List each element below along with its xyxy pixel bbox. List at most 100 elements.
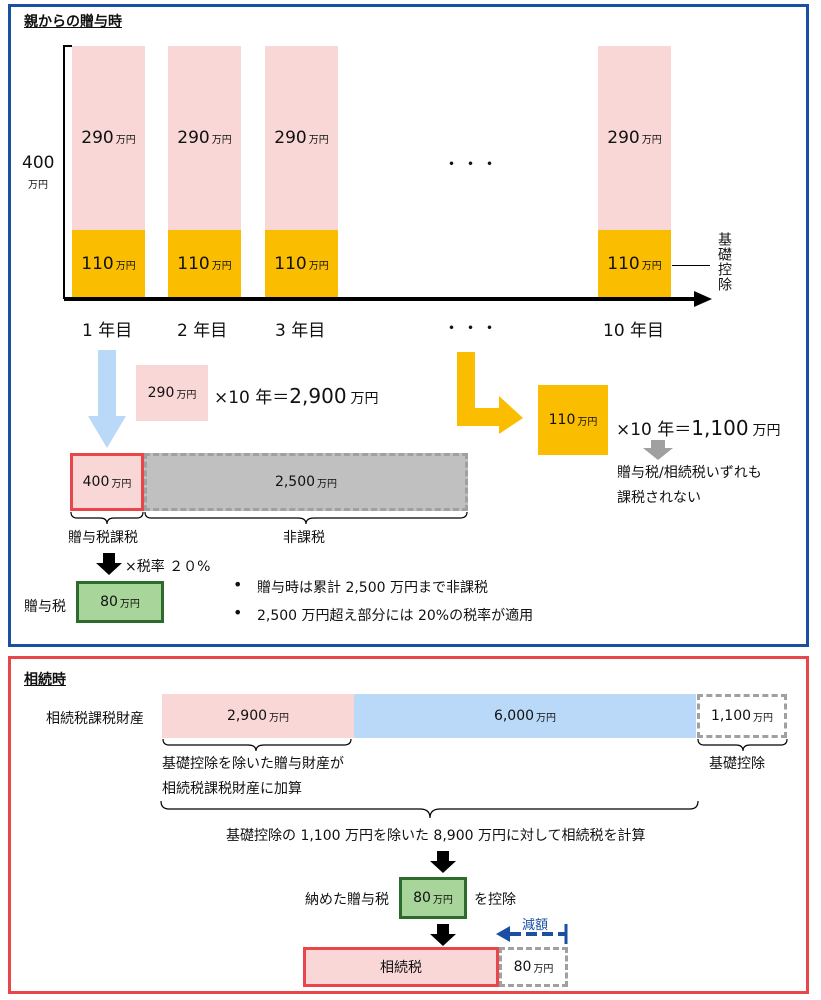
bar-unit: 万円 — [308, 260, 329, 272]
deduction-seg-note: 基礎控除 — [709, 756, 765, 772]
seg-unit: 万円 — [536, 712, 557, 724]
y-value: 400 — [22, 153, 55, 173]
ellipsis-years: ・・・ — [443, 319, 500, 339]
gift-tax-label: 贈与税 — [24, 599, 66, 615]
y-unit: 万円 — [28, 180, 48, 191]
deduct-label: を控除 — [474, 892, 516, 908]
calc-bracket — [160, 800, 699, 819]
taxable-label: 贈与税課税 — [68, 530, 138, 546]
bar-value: 110 — [81, 254, 114, 274]
l-arrow-gold — [457, 352, 523, 434]
down-arrow-black — [96, 553, 122, 575]
inheritance-section-title: 相続時 — [24, 672, 66, 688]
formula-times: ×10 年＝ — [616, 420, 692, 440]
rate-label: ×税率 ２０% — [125, 559, 211, 575]
bar-value: 290 — [274, 128, 307, 148]
bar-unit: 万円 — [115, 260, 136, 272]
taxable-brackets — [70, 511, 468, 525]
seg-value: 1,100 — [710, 708, 752, 724]
bar-unit: 万円 — [641, 134, 662, 146]
bar-value: 290 — [177, 128, 210, 148]
nontaxable-value: 2,500 — [274, 474, 316, 490]
seg-unit: 万円 — [753, 712, 774, 724]
nontaxable-unit: 万円 — [317, 478, 338, 490]
formula-unit: 万円 — [752, 423, 781, 439]
inheritance-panel — [8, 656, 809, 994]
bar-unit: 万円 — [211, 260, 232, 272]
bar-unit: 万円 — [211, 134, 232, 146]
seg-value: 6,000 — [493, 708, 535, 724]
nontaxable-label: 非課税 — [283, 530, 325, 546]
year-label-2: 2 年目 — [177, 321, 228, 341]
bar-unit: 万円 — [308, 134, 329, 146]
bar-value: 110 — [177, 254, 210, 274]
bar-value: 290 — [81, 128, 114, 148]
box-value: 290 — [147, 385, 175, 401]
reduce-label: 減額 — [522, 918, 549, 933]
seg-value: 2,900 — [226, 708, 268, 724]
bar-unit: 万円 — [115, 134, 136, 146]
box-value: 110 — [548, 412, 576, 428]
bullet-dot: • — [233, 575, 243, 594]
taxable-unit: 万円 — [111, 478, 132, 490]
box-unit: 万円 — [176, 389, 197, 401]
gift-seg-note-2: 相続税課税財産に加算 — [162, 781, 302, 797]
gift-section-title: 親からの贈与時 — [24, 14, 122, 30]
x-axis-arrow — [64, 291, 712, 307]
segment-brackets — [162, 738, 788, 752]
bar-unit: 万円 — [641, 260, 662, 272]
year-label-3: 3 年目 — [275, 321, 326, 341]
formula-total: 2,900 — [289, 384, 347, 408]
year-label-10: 10 年目 — [603, 321, 665, 341]
gift-tax-value: 80 — [100, 594, 118, 610]
down-arrow-gray — [643, 440, 673, 460]
bar-value: 110 — [274, 254, 307, 274]
seg-unit: 万円 — [269, 712, 290, 724]
inheritance-tax-label: 相続税 — [380, 960, 422, 976]
gift-seg-note-1: 基礎控除を除いた贈与財産が — [162, 756, 344, 772]
paid-unit: 万円 — [432, 894, 453, 906]
down-arrow-blue — [88, 350, 126, 448]
ellipsis-top: ・・・ — [443, 155, 500, 175]
paid-value: 80 — [413, 890, 431, 906]
year-label-1: 1 年目 — [82, 321, 133, 341]
inheritance-tax-box: 相続税 — [303, 947, 499, 987]
gift-panel — [8, 4, 809, 647]
note-no-tax-2: 課税されない — [617, 490, 701, 506]
formula-unit: 万円 — [350, 391, 379, 407]
reduce-arrow — [496, 924, 568, 944]
formula-total: 1,100 — [691, 416, 749, 440]
taxable-value: 400 — [82, 474, 110, 490]
note-no-tax-1: 贈与税/相続税いずれも — [617, 465, 762, 481]
reduced-unit: 万円 — [533, 963, 554, 975]
bullet-1: 贈与時は累計 2,500 万円まで非課税 — [257, 580, 488, 596]
bullet-2: 2,500 万円超え部分には 20%の税率が適用 — [257, 608, 534, 624]
reduced-value: 80 — [513, 959, 532, 975]
calc-note: 基礎控除の 1,100 万円を除いた 8,900 万円に対して相続税を計算 — [226, 828, 646, 844]
deduction-leader — [672, 265, 710, 266]
bullet-dot: • — [233, 603, 243, 622]
bar-value: 290 — [607, 128, 640, 148]
paid-gift-tax-label: 納めた贈与税 — [305, 892, 389, 908]
taxable-estate-label: 相続税課税財産 — [46, 711, 144, 727]
gift-tax-unit: 万円 — [119, 598, 140, 610]
bar-value: 110 — [607, 254, 640, 274]
